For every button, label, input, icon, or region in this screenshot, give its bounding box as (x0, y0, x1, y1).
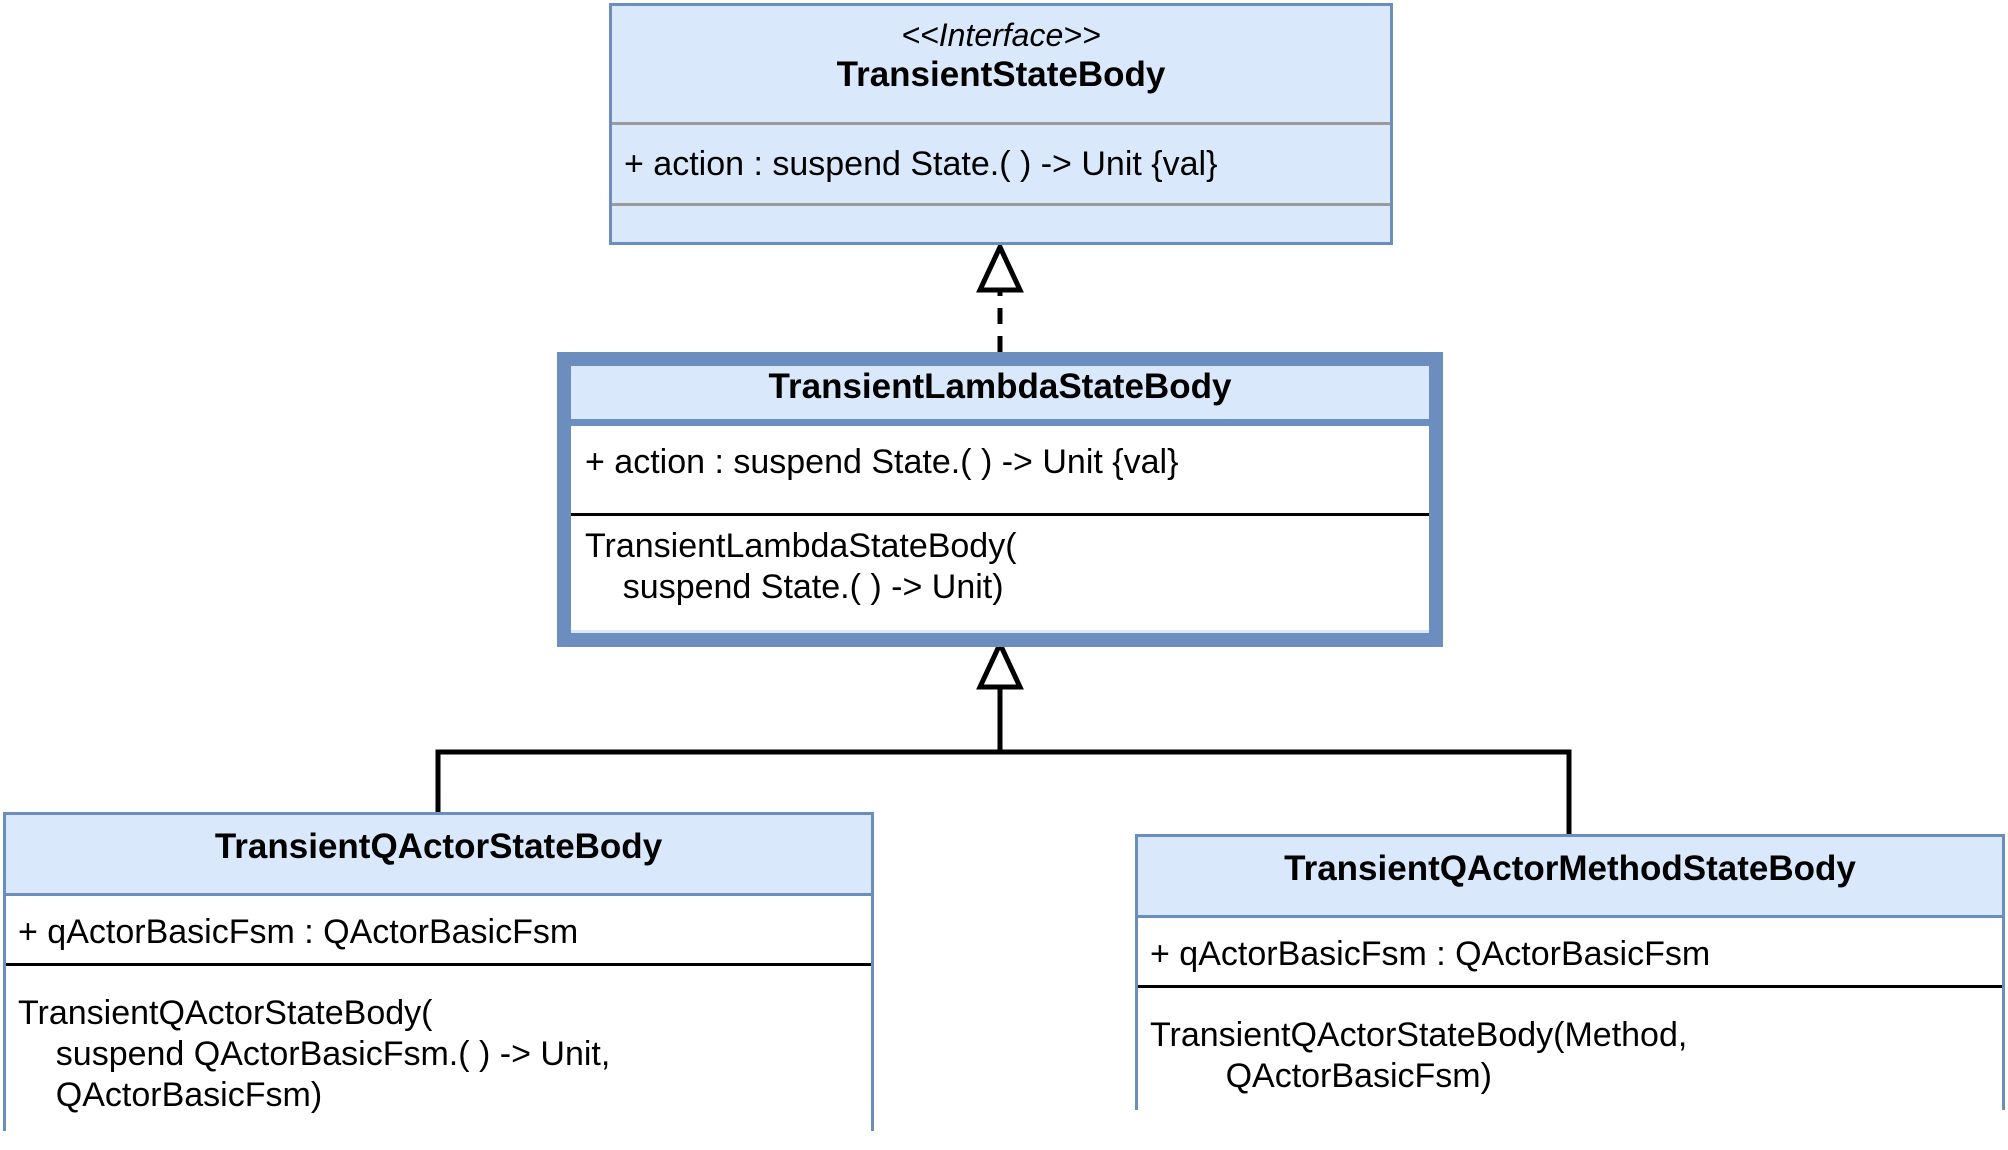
interface-header: <<Interface>> TransientStateBody (612, 16, 1390, 96)
class-body (571, 426, 1429, 630)
class-transient-qactor-state-body[interactable]: TransientQActorStateBody + qActorBasicFs… (3, 812, 874, 1131)
compartment-divider (1138, 985, 2002, 988)
class-name: TransientQActorStateBody (214, 827, 663, 866)
constructor-line: QActorBasicFsm) (1150, 1057, 1492, 1095)
constructor-line: TransientQActorStateBody(Method, (1150, 1016, 1688, 1054)
class-transient-lambda-state-body[interactable]: TransientLambdaStateBody + action : susp… (557, 352, 1443, 647)
compartment-divider (6, 963, 871, 966)
class-header: TransientQActorMethodStateBody (1138, 837, 2002, 915)
attribute-row: + qActorBasicFsm : QActorBasicFsm (18, 913, 579, 951)
constructor-line: suspend State.( ) -> Unit) (585, 568, 1004, 606)
interface-transient-state-body[interactable]: <<Interface>> TransientStateBody + actio… (609, 3, 1393, 245)
generalization-arrowhead (976, 638, 1024, 690)
class-body (1138, 915, 2002, 1110)
constructor-line: TransientQActorStateBody( (18, 994, 433, 1032)
class-header: TransientQActorStateBody (6, 815, 871, 893)
realization-arrowhead (976, 241, 1024, 293)
class-name: TransientQActorMethodStateBody (1284, 849, 1856, 888)
stereotype-label: <<Interface>> (901, 17, 1101, 53)
attribute-row: + action : suspend State.( ) -> Unit {va… (585, 443, 1179, 481)
constructor-line: suspend QActorBasicFsm.( ) -> Unit, (18, 1035, 611, 1073)
compartment-divider (612, 122, 1390, 125)
generalization-edge-left (435, 749, 1000, 812)
class-name: TransientStateBody (836, 55, 1166, 94)
compartment-divider (571, 513, 1429, 516)
constructor-line: QActorBasicFsm) (18, 1076, 323, 1114)
compartment-divider (612, 203, 1390, 206)
attribute-row: + qActorBasicFsm : QActorBasicFsm (1150, 935, 1711, 973)
generalization-edge-right (1000, 749, 1572, 834)
constructor-line: TransientLambdaStateBody( (585, 527, 1017, 565)
class-body (6, 893, 871, 1131)
attribute-row: + action : suspend State.( ) -> Unit {va… (624, 145, 1218, 183)
class-name: TransientLambdaStateBody (768, 367, 1232, 406)
header-divider (571, 419, 1429, 426)
class-header: TransientLambdaStateBody (571, 366, 1429, 419)
class-transient-qactor-method-state-body[interactable]: TransientQActorMethodStateBody + qActorB… (1135, 834, 2005, 1110)
